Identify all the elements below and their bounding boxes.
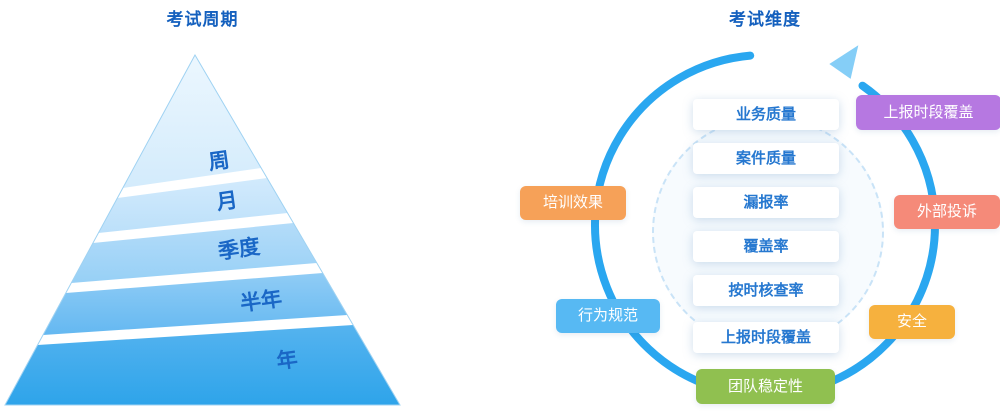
pyramid-slice-year bbox=[5, 325, 400, 405]
dimension-badge-safety: 安全 bbox=[869, 305, 955, 339]
pyramid-outline bbox=[4, 53, 401, 406]
pyramid-slice-quarter bbox=[71, 223, 317, 283]
dimension-badge-external-complaints: 外部投诉 bbox=[894, 195, 1000, 229]
pyramid-label-year: 年 bbox=[275, 347, 299, 374]
metric-card-coverage-rate: 覆盖率 bbox=[693, 231, 839, 262]
metric-card-business-quality: 业务质量 bbox=[693, 99, 839, 130]
dimension-badge-behavior-norms: 行为规范 bbox=[556, 299, 660, 333]
exam-dimension-title: 考试维度 bbox=[729, 10, 801, 29]
cycle-arrow-icon bbox=[829, 45, 859, 79]
exam-cycle-title: 考试周期 bbox=[166, 10, 239, 29]
pyramid-slice-half-year bbox=[43, 273, 348, 335]
metric-card-on-time-check-rate: 按时核查率 bbox=[693, 275, 839, 306]
pyramid-label-month: 月 bbox=[214, 189, 239, 215]
exam-cycle-pyramid: 周 月 季度 半年 年 bbox=[4, 53, 401, 406]
metric-card-case-quality: 案件质量 bbox=[693, 143, 839, 174]
pyramid-label-week: 周 bbox=[207, 149, 231, 175]
dimension-badge-report-period-coverage: 上报时段覆盖 bbox=[856, 95, 1000, 130]
dimension-badge-training-effect: 培训效果 bbox=[520, 186, 626, 220]
pyramid-slice-week bbox=[122, 55, 262, 188]
pyramid-label-quarter: 季度 bbox=[217, 234, 262, 264]
pyramid-label-half-year: 半年 bbox=[239, 286, 284, 316]
dimension-badge-team-stability: 团队稳定性 bbox=[696, 369, 835, 404]
metric-card-missed-report-rate: 漏报率 bbox=[693, 187, 839, 218]
pyramid-slice-month bbox=[98, 178, 288, 233]
metric-card-report-period-coverage: 上报时段覆盖 bbox=[693, 322, 839, 353]
